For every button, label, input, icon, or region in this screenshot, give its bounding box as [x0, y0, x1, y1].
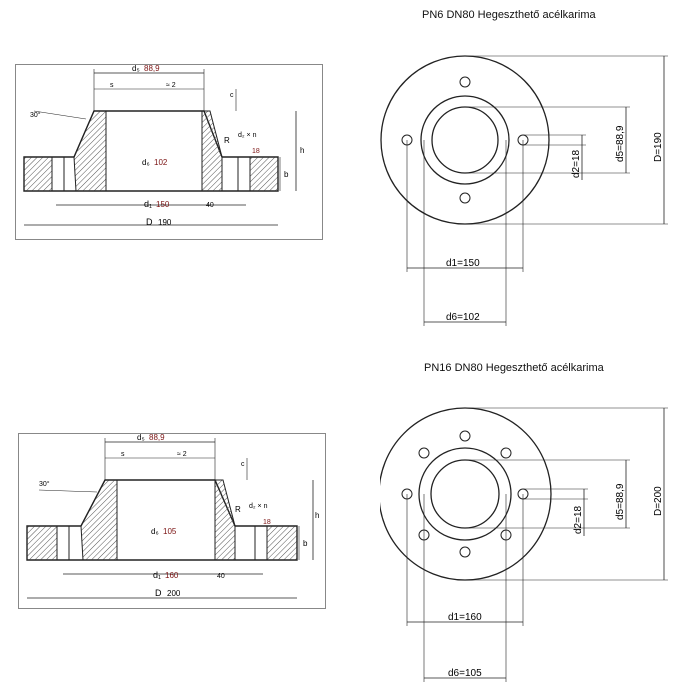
pn6-c-label: c — [230, 92, 234, 99]
pn6-flange-outline — [23, 110, 279, 192]
pn16-plan-d5: d5=88,9 — [615, 483, 626, 520]
pn6-approx-label: ≈ 2 — [166, 82, 176, 89]
pn16-hole-8 — [418, 447, 430, 459]
pn6-section-frame: d₅ 88,9 s ≈ 2 c 30° R d₂ × n 18 d₆ 102 h… — [15, 64, 323, 240]
pn16-D-value: 200 — [167, 589, 181, 598]
pn6-hole-bottom — [459, 192, 471, 204]
pn16-d6-value: 105 — [163, 527, 177, 536]
pn16-hole-5 — [459, 546, 471, 558]
pn16-plan-D: D=200 — [653, 486, 664, 516]
pn16-b-label: b — [303, 539, 308, 548]
pn16-section-drawing: d₅ 88,9 s ≈ 2 c 30° R d₂ × n 18 d₆ 105 h… — [26, 433, 319, 599]
pn16-d5-label: d₅ — [137, 434, 145, 442]
pn16-outer-circle — [380, 407, 552, 581]
pn16-d1-label: d₁ — [153, 570, 161, 580]
pn6-title: PN6 DN80 Hegeszthető acélkarima — [422, 9, 596, 21]
pn16-weld-label: 40 — [217, 573, 225, 580]
pn6-D-value: 190 — [158, 218, 172, 227]
pn16-hub-circle — [418, 447, 512, 541]
pn6-plan-d1: d1=150 — [446, 258, 480, 269]
pn16-r-label: R — [235, 505, 241, 514]
pn16-approx-label: ≈ 2 — [177, 451, 187, 458]
pn6-weld-label: 40 — [206, 202, 214, 209]
pn6-D-label: D — [146, 217, 153, 227]
pn16-angle-label: 30° — [39, 480, 50, 488]
pn6-b-label: b — [284, 170, 289, 179]
pn6-d5-label: d₅ — [132, 65, 140, 73]
pn6-plan-D: D=190 — [653, 132, 664, 162]
pn16-section-frame: d₅ 88,9 s ≈ 2 c 30° R d₂ × n 18 d₆ 105 h… — [18, 433, 326, 609]
pn6-hole-top — [459, 76, 471, 88]
pn16-h-label: h — [315, 511, 319, 520]
pn16-flange-outline — [26, 479, 298, 561]
pn6-plan-d6: d6=102 — [446, 312, 480, 323]
pn6-plan-drawing: d1=150 d6=102 d2=18 d5=88,9 D=190 — [380, 55, 668, 326]
pn6-plan-d5: d5=88,9 — [615, 125, 626, 162]
pn16-D-label: D — [155, 588, 162, 598]
pn6-d1-label: d₁ — [144, 199, 152, 209]
pn6-d2xn-label: d₂ × n — [238, 132, 257, 139]
pn6-outer-circle — [380, 55, 550, 225]
pn6-plan-d2: d2=18 — [571, 149, 582, 178]
pn16-hatch-left — [80, 479, 118, 561]
pn16-plan-d2: d2=18 — [573, 505, 584, 534]
pn16-d1-value: 160 — [165, 571, 179, 580]
pn6-section-drawing: d₅ 88,9 s ≈ 2 c 30° R d₂ × n 18 d₆ 102 h… — [23, 64, 304, 227]
pn16-bore-circle — [430, 459, 500, 529]
pn16-hatch-right — [214, 479, 236, 561]
pn16-d5-value: 88,9 — [149, 434, 165, 442]
pn6-h-label: h — [300, 146, 304, 155]
pn6-hatch-left — [73, 110, 107, 192]
pn6-r-label: R — [224, 136, 230, 145]
pn16-title: PN16 DN80 Hegeszthető acélkarima — [424, 362, 604, 374]
pn16-d2xn-label: d₂ × n — [249, 503, 268, 510]
pn16-hole-2 — [500, 447, 512, 459]
pn16-hole-1 — [459, 430, 471, 442]
pn6-s-label: s — [110, 82, 114, 89]
pn6-d1-value: 150 — [156, 200, 170, 209]
pn6-hatch-right — [201, 110, 223, 192]
pn6-d6-value: 102 — [154, 158, 168, 167]
pn6-d6-label: d₆ — [142, 158, 150, 167]
pn6-bore-circle — [431, 106, 499, 174]
pn16-s-label: s — [121, 451, 125, 458]
pn16-plan-drawing: d1=160 d6=105 d2=18 d5=88,9 D=200 — [380, 407, 668, 682]
pn6-d2-value: 18 — [252, 148, 260, 155]
pn16-d2-value: 18 — [263, 519, 271, 526]
pn6-hub-circle — [420, 95, 510, 185]
pn6-d5-value: 88,9 — [144, 65, 160, 73]
pn16-plan-d1: d1=160 — [448, 612, 482, 623]
pn16-c-label: c — [241, 461, 245, 468]
pn16-plan-d6: d6=105 — [448, 668, 482, 679]
pn6-angle-label: 30° — [30, 111, 41, 119]
pn16-d6-label: d₆ — [151, 527, 159, 536]
